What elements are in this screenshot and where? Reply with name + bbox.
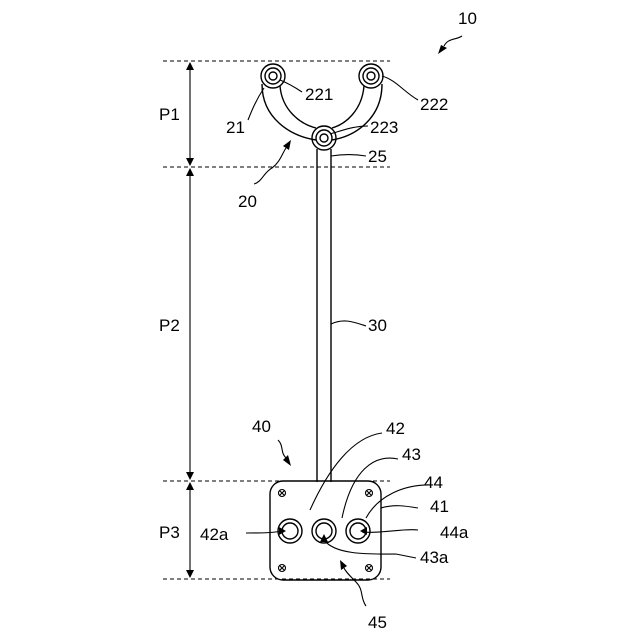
label-44a: 44a bbox=[440, 523, 469, 542]
label-43: 43 bbox=[402, 445, 421, 464]
leader-line-41 bbox=[381, 506, 418, 508]
port-221-fitting bbox=[261, 64, 285, 88]
label-44: 44 bbox=[424, 473, 443, 492]
leader-line-42 bbox=[310, 433, 382, 510]
label-21: 21 bbox=[226, 118, 245, 137]
port-222-fitting bbox=[359, 64, 383, 88]
label-25: 25 bbox=[368, 147, 387, 166]
label-20: 20 bbox=[238, 192, 257, 211]
section-boundaries bbox=[163, 61, 390, 579]
arrowhead bbox=[360, 527, 367, 535]
leader-line-45 bbox=[344, 568, 366, 606]
screw-icon bbox=[279, 490, 286, 497]
leader-line-20 bbox=[254, 148, 286, 184]
label-p3: P3 bbox=[159, 523, 180, 542]
leader-line-42a bbox=[246, 531, 282, 533]
leader-lines bbox=[246, 36, 462, 606]
arrowhead bbox=[283, 140, 291, 150]
leader-line-43a bbox=[324, 540, 416, 558]
leader-line-10 bbox=[444, 36, 462, 46]
screw-icon bbox=[366, 565, 373, 572]
arrowhead bbox=[186, 482, 194, 490]
arrowhead bbox=[340, 560, 347, 570]
label-222: 222 bbox=[420, 95, 448, 114]
label-p2: P2 bbox=[159, 316, 180, 335]
label-42: 42 bbox=[386, 419, 405, 438]
screw-icon bbox=[279, 565, 286, 572]
branch-arm-right-inner bbox=[332, 86, 364, 128]
leader-line-30 bbox=[331, 321, 366, 326]
tube bbox=[317, 168, 331, 482]
screw-icon bbox=[366, 490, 373, 497]
leader-line-43 bbox=[342, 458, 398, 518]
label-42a: 42a bbox=[200, 525, 229, 544]
label-41: 41 bbox=[430, 497, 449, 516]
leader-line-222 bbox=[382, 76, 418, 100]
leader-line-40 bbox=[278, 440, 286, 458]
port-223-fitting bbox=[312, 126, 336, 150]
leader-line-21 bbox=[248, 88, 264, 120]
label-10: 10 bbox=[458, 9, 477, 28]
label-p1: P1 bbox=[159, 105, 180, 124]
reference-labels: 10 P1 P2 P3 221 21 222 223 25 20 30 40 4… bbox=[159, 9, 477, 632]
leader-line-44 bbox=[366, 485, 432, 518]
arrowhead bbox=[186, 158, 194, 166]
dimension-arrows bbox=[186, 62, 194, 578]
label-43a: 43a bbox=[420, 548, 449, 567]
leader-line-221 bbox=[280, 80, 302, 92]
arrowhead bbox=[186, 62, 194, 70]
arrowhead bbox=[186, 168, 194, 176]
y-branch bbox=[261, 64, 383, 168]
label-30: 30 bbox=[368, 316, 387, 335]
arrowhead bbox=[186, 570, 194, 578]
leader-line-25 bbox=[331, 155, 366, 157]
arrowhead bbox=[438, 45, 447, 54]
label-223: 223 bbox=[370, 118, 398, 137]
arrowhead bbox=[186, 472, 194, 480]
label-45: 45 bbox=[368, 613, 387, 632]
label-40: 40 bbox=[252, 417, 271, 436]
label-221: 221 bbox=[305, 85, 333, 104]
